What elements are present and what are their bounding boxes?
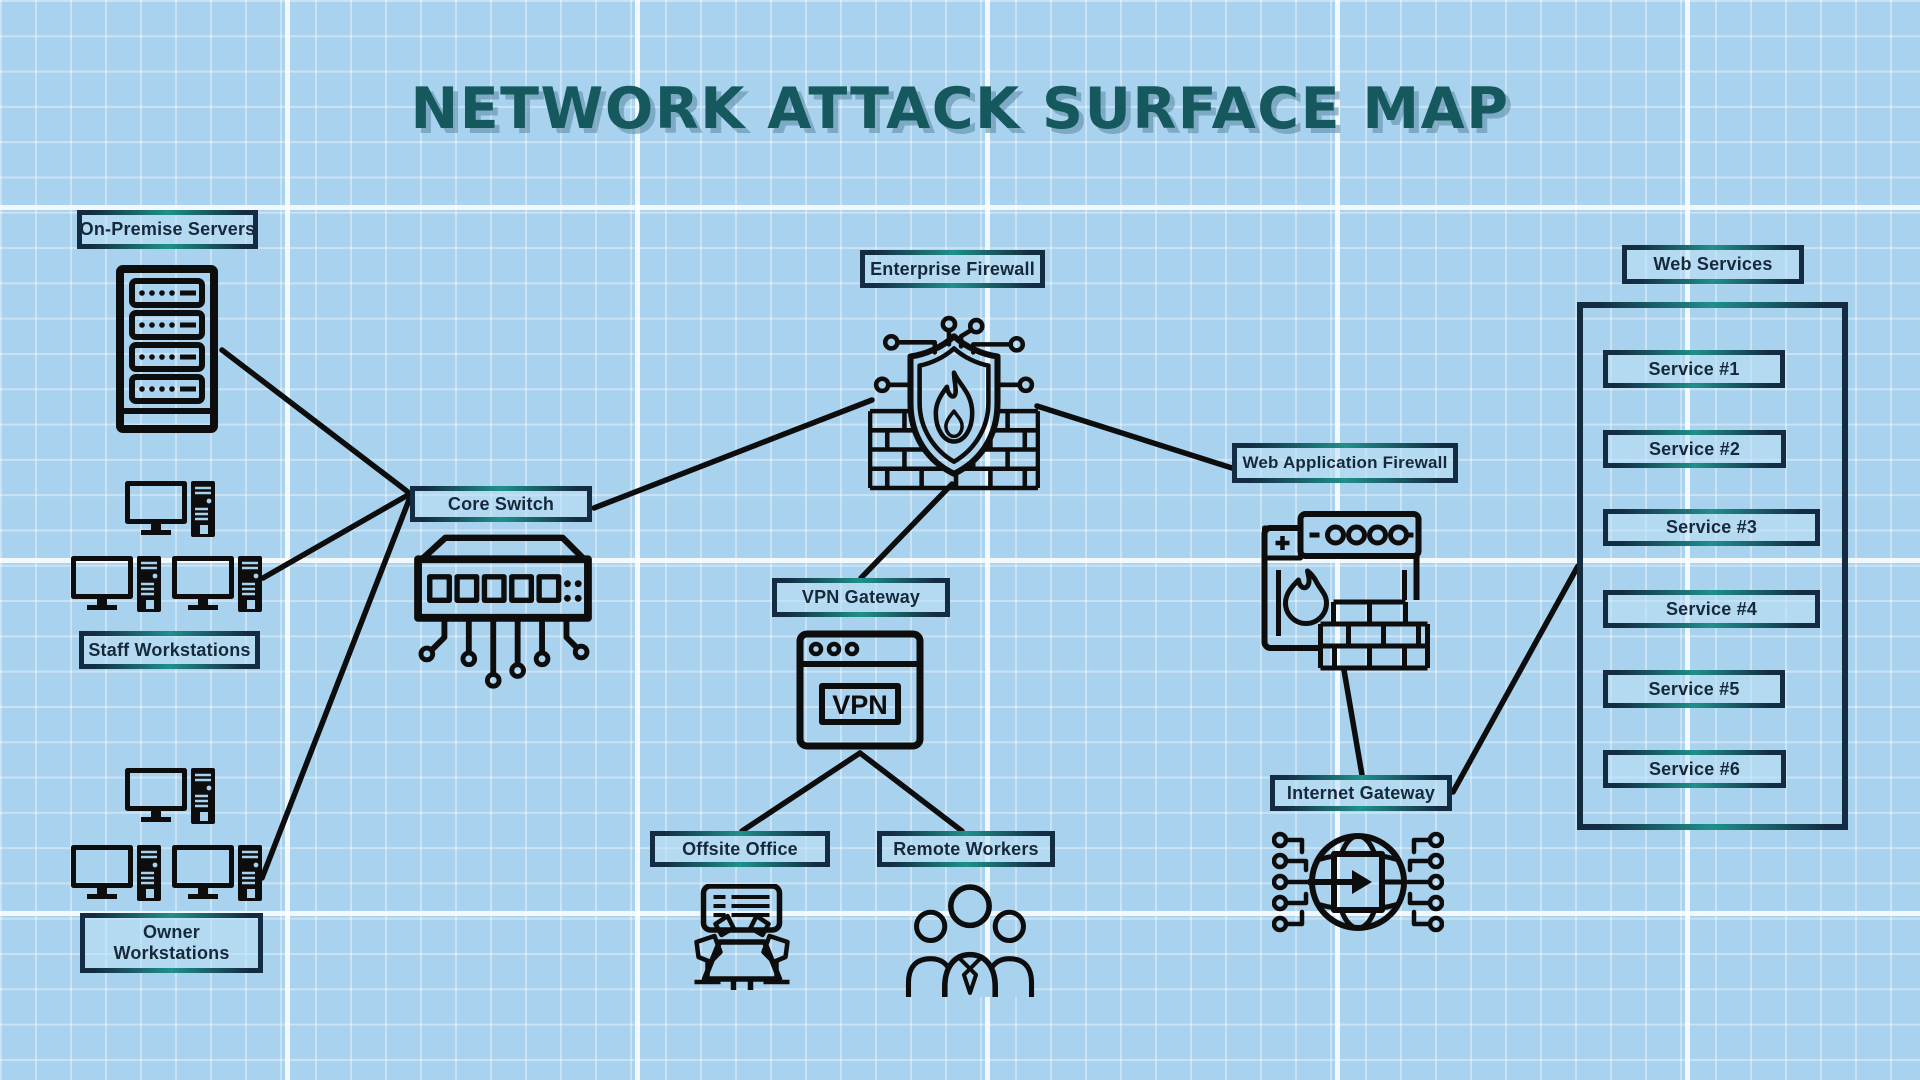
node-label-web-application-firewall: Web Application Firewall: [1232, 443, 1458, 483]
connection-vpn_gateway-to-remote_workers: [857, 750, 965, 834]
workstation-icon: [125, 768, 217, 826]
page-title: NETWORK ATTACK SURFACE MAP: [410, 76, 1510, 142]
service-box-2: Service #2: [1603, 430, 1786, 468]
enterprise-firewall-icon: [868, 315, 1040, 491]
workstation-icon: [71, 556, 163, 614]
connection-internet_gateway-to-web_services: [1450, 563, 1581, 795]
connection-enterprise_firewall-to-vpn_gateway: [858, 481, 955, 581]
connection-core_switch-to-enterprise_firewall: [591, 397, 875, 511]
node-label-web-services: Web Services: [1622, 245, 1804, 284]
service-box-6: Service #6: [1603, 750, 1786, 788]
node-label-core-switch: Core Switch: [410, 486, 592, 522]
service-box-5: Service #5: [1603, 670, 1785, 708]
web-services-panel: [1577, 302, 1848, 830]
connection-vpn_gateway-to-offsite_office: [739, 750, 863, 834]
connection-staff_workstations-to-core_switch: [260, 492, 411, 581]
web-application-firewall-icon: [1261, 511, 1430, 671]
service-box-3: Service #3: [1603, 509, 1820, 546]
workstation-icon: [71, 845, 163, 903]
vpn-gateway-icon: VPN: [796, 630, 924, 750]
connection-web_application_firewall-to-internet_gateway: [1341, 667, 1365, 778]
node-label-on-premise-servers: On-Premise Servers: [77, 210, 258, 249]
node-label-offsite-office: Offsite Office: [650, 831, 830, 867]
connection-on_premise_servers-to-core_switch: [219, 347, 411, 495]
connection-owner_workstations-to-core_switch: [259, 497, 412, 881]
service-box-4: Service #4: [1603, 590, 1820, 628]
node-label-internet-gateway: Internet Gateway: [1270, 775, 1452, 811]
workstation-icon: [172, 556, 264, 614]
node-label-remote-workers: Remote Workers: [877, 831, 1055, 867]
connection-enterprise_firewall-to-web_application_firewall: [1034, 403, 1235, 471]
remote-workers-icon: [905, 884, 1035, 997]
vpn-icon-text: VPN: [832, 690, 888, 720]
workstation-icon: [172, 845, 264, 903]
service-box-1: Service #1: [1603, 350, 1785, 388]
node-label-staff-workstations: Staff Workstations: [79, 631, 260, 669]
offsite-office-icon: [694, 884, 790, 990]
node-label-enterprise-firewall: Enterprise Firewall: [860, 250, 1045, 288]
node-label-vpn-gateway: VPN Gateway: [772, 578, 950, 617]
workstation-icon: [125, 481, 217, 539]
internet-gateway-icon: [1272, 831, 1444, 933]
core-switch-icon: [414, 534, 592, 689]
node-label-owner-workstations: Owner Workstations: [80, 913, 263, 973]
server-rack-icon: [116, 265, 218, 433]
